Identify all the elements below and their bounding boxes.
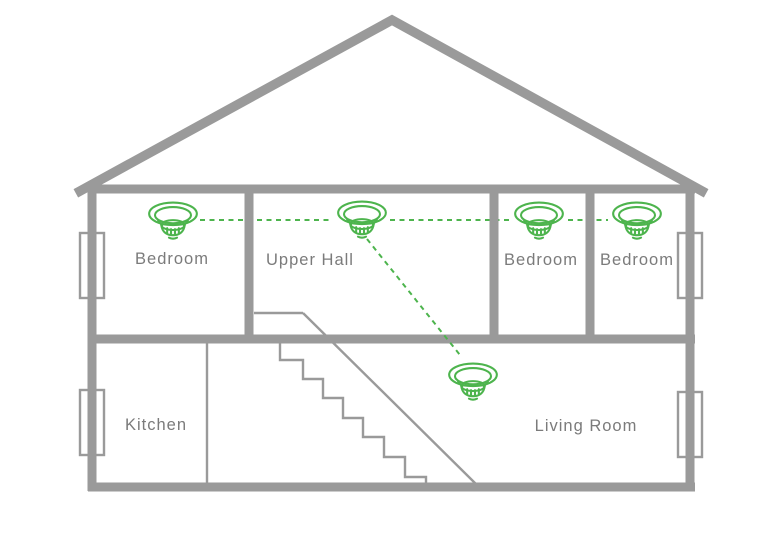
roof xyxy=(73,14,709,198)
smoke-detector-icon-bedroom-middle xyxy=(514,201,564,240)
room-label-kitchen: Kitchen xyxy=(125,416,187,434)
window-lower-left xyxy=(78,388,106,457)
room-label-living-room: Living Room xyxy=(535,417,638,435)
staircase xyxy=(254,311,479,487)
stair-stringer-line xyxy=(302,312,479,487)
room-label-bedroom-right: Bedroom xyxy=(600,251,674,269)
room-label-bedroom-middle: Bedroom xyxy=(504,251,578,269)
stair-steps xyxy=(278,343,428,486)
room-label-bedroom-left: Bedroom xyxy=(135,250,209,268)
window-lower-right xyxy=(676,390,704,459)
room-labels: Bedroom Upper Hall Bedroom Bedroom Kitch… xyxy=(125,250,674,435)
interconnect-dashed-line-diagonal xyxy=(366,238,461,356)
room-label-upper-hall: Upper Hall xyxy=(266,251,354,269)
house-outline xyxy=(73,14,709,492)
smoke-detectors xyxy=(148,200,662,401)
window-upper-left xyxy=(78,231,106,300)
smoke-detector-icon-upper-hall xyxy=(337,200,387,239)
smoke-detector-icon-living-room xyxy=(448,362,498,401)
window-upper-right xyxy=(676,231,704,300)
windows xyxy=(78,231,704,459)
smoke-detector-icon-bedroom-left xyxy=(148,201,198,240)
smoke-detector-icon-bedroom-right xyxy=(612,201,662,240)
